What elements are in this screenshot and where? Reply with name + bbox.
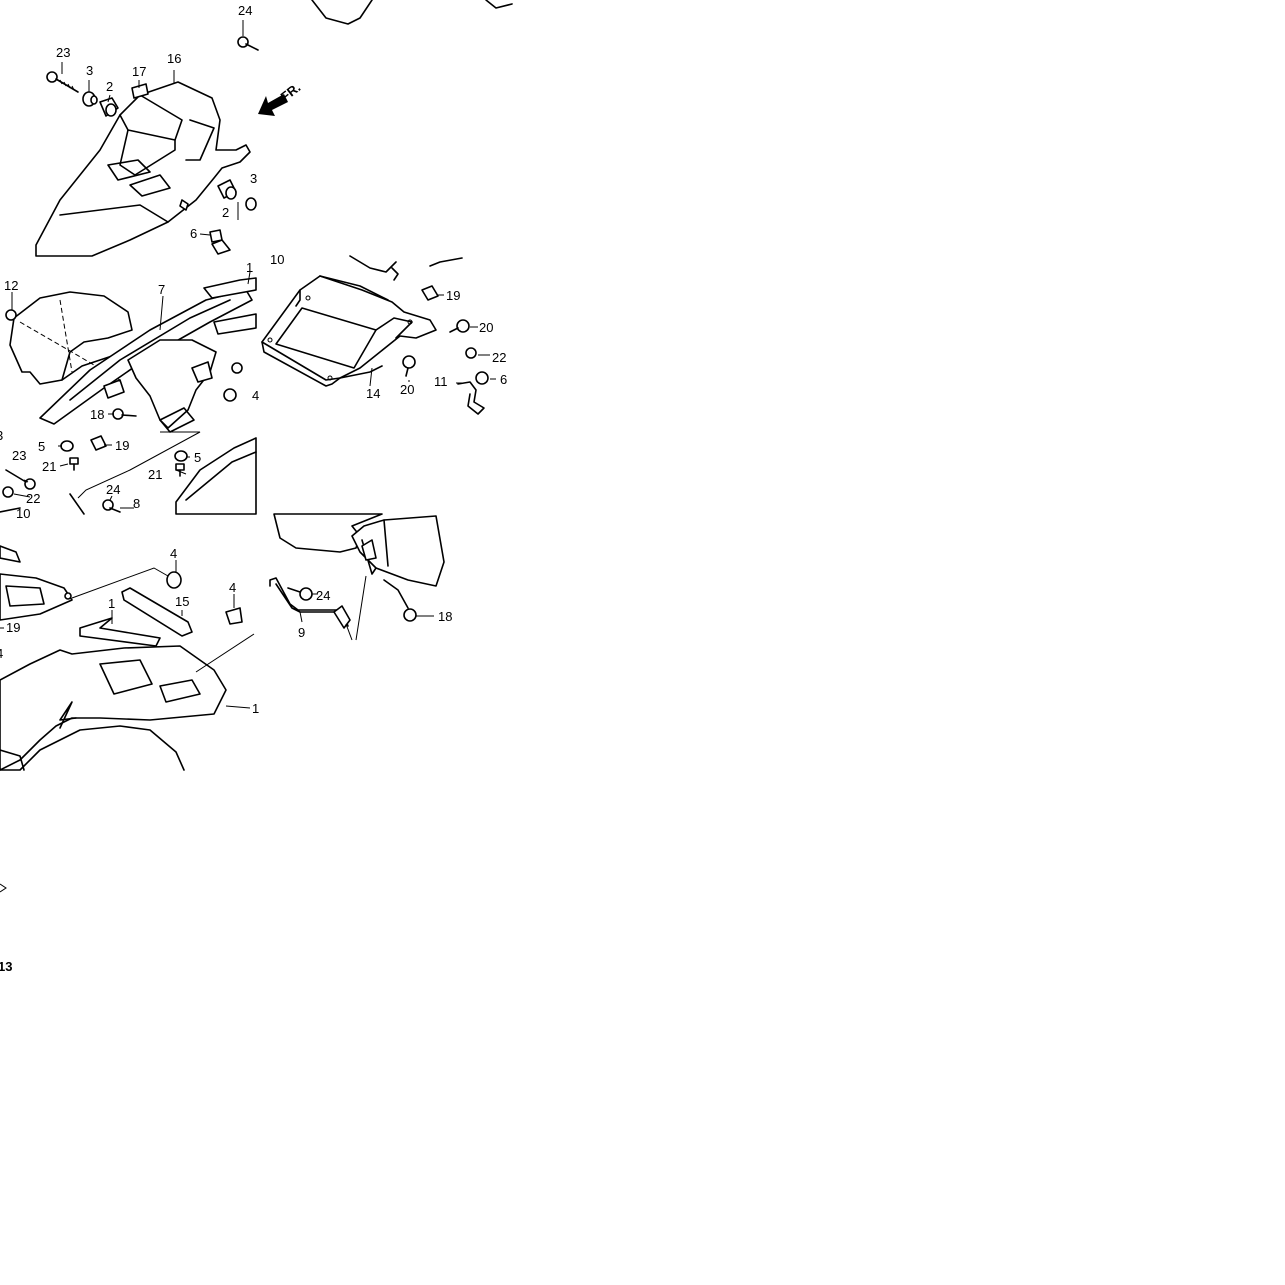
callout-10b: 10 (16, 506, 30, 521)
bolt-24b-icon (102, 499, 121, 513)
panel-rear-fender: 12 7 1 10 18 19 5 21 23 22 24 8 21 5 3 4… (0, 252, 284, 521)
bolt-18-icon (112, 408, 137, 420)
callout-1b: 1 (108, 596, 115, 611)
callout-21b: 21 (148, 467, 162, 482)
callout-22b: 22 (492, 350, 506, 365)
label-17-icon (131, 83, 149, 99)
callout-4b: 4 (170, 546, 177, 561)
callout-23b: 23 (12, 448, 26, 463)
callout-5: 5 (38, 439, 45, 454)
grommet-4-icon (166, 571, 182, 589)
grommet-5-icon (60, 440, 74, 452)
callout-18b: 18 (438, 609, 452, 624)
callout-4: 4 (252, 388, 259, 403)
nut-4-icon (223, 388, 237, 402)
callout-3b: 3 (250, 171, 257, 186)
nut-22b-icon (465, 347, 477, 359)
panel-bracket: 19 20 22 20 11 6 14 (261, 255, 507, 415)
grommet-5b-icon (174, 450, 188, 462)
bar-9-part (269, 577, 349, 627)
callout-15: 15 (175, 594, 189, 609)
nut-6-icon (209, 229, 231, 255)
rubber-2-icon (99, 97, 119, 117)
panel-grab-rail: 4 4 15 1 1 19 4 (0, 545, 259, 771)
callout-16: 16 (167, 51, 181, 66)
bolt-23b-icon (5, 469, 36, 490)
callout-6b: 6 (500, 372, 507, 387)
callout-10: 10 (270, 252, 284, 267)
stay-15-part (121, 587, 193, 637)
grommet-4b-icon (225, 607, 243, 625)
callout-3: 3 (86, 63, 93, 78)
callout-20b: 20 (400, 382, 414, 397)
clip-19-icon (90, 435, 107, 451)
bolt-20b-icon (402, 355, 416, 377)
panel-license-bracket: 24 9 18 (269, 513, 452, 641)
callout-1c: 1 (252, 701, 259, 716)
callout-14: 14 (366, 386, 380, 401)
bolt-24c-icon (287, 587, 313, 601)
callout-4d: 4 (0, 646, 3, 661)
callout-21: 21 (42, 459, 56, 474)
callout-17: 17 (132, 64, 146, 79)
callout-13: 13 (0, 959, 12, 974)
rear-fender-part (9, 291, 133, 385)
collar-3b-icon (245, 197, 257, 211)
nut-12-icon (5, 309, 17, 321)
callout-9: 9 (298, 625, 305, 640)
callout-11: 11 (434, 374, 448, 389)
bolt-23-icon (46, 71, 79, 93)
callout-2b: 2 (222, 205, 229, 220)
callout-24b: 24 (106, 482, 120, 497)
nut-6b-icon (475, 371, 489, 385)
callout-7: 7 (158, 282, 165, 297)
callout-24: 24 (238, 3, 252, 18)
callout-24c: 24 (316, 588, 330, 603)
callout-12: 12 (4, 278, 18, 293)
callout-1: 1 (246, 260, 253, 275)
panel-rear-cowl: FR. 24 23 3 2 17 16 2 3 6 (35, 0, 513, 257)
bolt-24-icon (237, 36, 259, 51)
callout-20: 20 (479, 320, 493, 335)
callout-4c: 4 (229, 580, 236, 595)
bolt-20-icon (449, 319, 470, 333)
collar-3-icon (82, 91, 98, 107)
callout-22: 22 (26, 491, 40, 506)
callout-19: 19 (115, 438, 129, 453)
callout-5b: 5 (194, 450, 201, 465)
bolt-18b-icon (383, 579, 417, 622)
grab-rail-1-part (203, 277, 257, 299)
front-direction-arrow: FR. (258, 80, 303, 116)
rear-cowl-part (35, 81, 251, 257)
grab-rail-1b-part (79, 617, 161, 647)
callout-19c: 19 (6, 620, 20, 635)
cable-clip-11-icon (457, 381, 485, 415)
screw-21b-icon (175, 463, 185, 477)
callout-23: 23 (56, 45, 70, 60)
callout-18: 18 (90, 407, 104, 422)
clip-19b-icon (421, 285, 439, 301)
nut-3-icon (231, 362, 243, 374)
callout-2: 2 (106, 79, 113, 94)
callout-19b: 19 (446, 288, 460, 303)
screw-21-icon (69, 457, 79, 471)
callout-6: 6 (190, 226, 197, 241)
rubber-2b-icon (217, 179, 237, 200)
panel-lower-fragment: 13 (0, 883, 12, 974)
rear-fender-b-part (0, 645, 227, 771)
callout-3c: 3 (0, 428, 3, 443)
nut-22-icon (2, 486, 14, 498)
callout-8: 8 (133, 496, 140, 511)
